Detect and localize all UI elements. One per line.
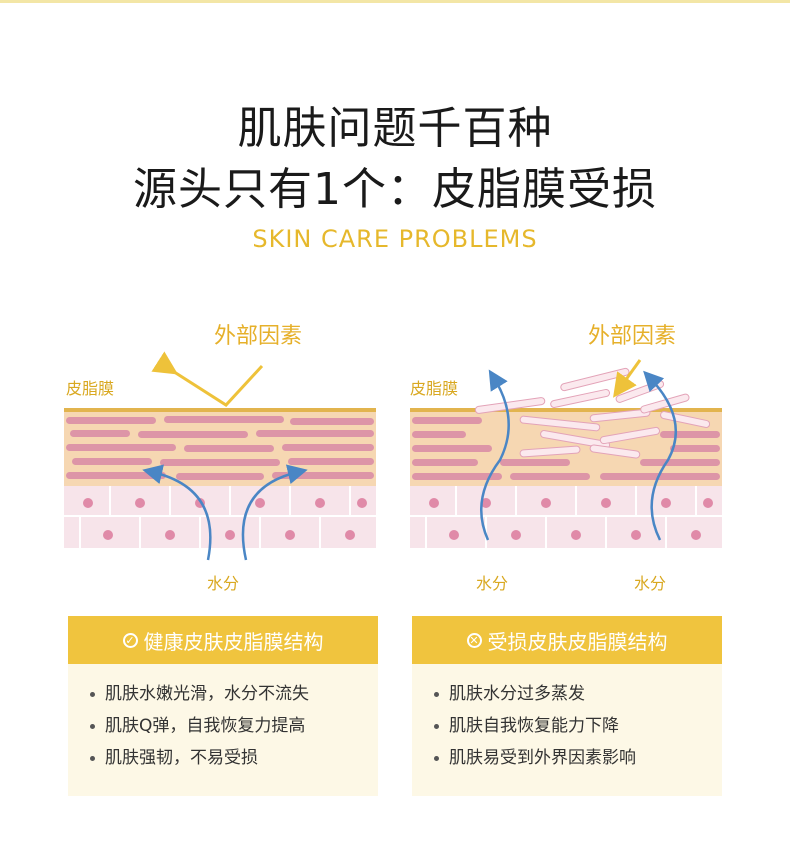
damaged-broken-flakes bbox=[474, 367, 711, 459]
list-item: 肌肤水分过多蒸发 bbox=[434, 678, 722, 710]
page-title-line-2: 源头只有1个：皮脂膜受损 bbox=[133, 164, 657, 215]
healthy-card-header: ✓ 健康皮肤皮脂膜结构 bbox=[68, 616, 378, 664]
list-item-text: 肌肤水分过多蒸发 bbox=[449, 684, 585, 704]
water-evaporate-arrow-right bbox=[643, 370, 677, 541]
list-item-text: 肌肤自我恢复能力下降 bbox=[449, 716, 619, 736]
healthy-water-label: 水分 bbox=[207, 574, 240, 593]
top-accent-line bbox=[0, 0, 790, 3]
page-subtitle: SKIN CARE PROBLEMS bbox=[252, 225, 538, 253]
damaged-membrane-label: 皮脂膜 bbox=[410, 379, 459, 398]
damaged-card-title: 受损皮肤皮脂膜结构 bbox=[487, 629, 668, 654]
list-item: 肌肤自我恢复能力下降 bbox=[434, 710, 722, 742]
list-item-text: 肌肤强韧，不易受损 bbox=[105, 748, 258, 768]
water-retained-arrow-right bbox=[241, 464, 308, 561]
bullet-dot bbox=[434, 723, 439, 729]
external-factor-enter-arrow bbox=[613, 359, 642, 398]
external-factor-deflect-arrow bbox=[151, 351, 264, 407]
list-item-text: 肌肤Q弹，自我恢复力提高 bbox=[105, 716, 306, 736]
damaged-external-factor-label: 外部因素 bbox=[588, 324, 677, 349]
healthy-card-list: 肌肤水嫩光滑，水分不流失 肌肤Q弹，自我恢复力提高 肌肤强韧，不易受损 bbox=[68, 664, 378, 774]
water-retained-arrow-left bbox=[142, 464, 212, 561]
list-item: 肌肤强韧，不易受损 bbox=[90, 742, 378, 774]
bullet-dot bbox=[90, 755, 95, 761]
healthy-skin-card: ✓ 健康皮肤皮脂膜结构 肌肤水嫩光滑，水分不流失 肌肤Q弹，自我恢复力提高 肌肤… bbox=[68, 616, 378, 796]
damaged-water-label-2: 水分 bbox=[634, 574, 667, 593]
list-item-text: 肌肤水嫩光滑，水分不流失 bbox=[105, 684, 309, 704]
list-item: 肌肤易受到外界因素影响 bbox=[434, 742, 722, 774]
bullet-dot bbox=[90, 691, 95, 697]
list-item-text: 肌肤易受到外界因素影响 bbox=[449, 748, 636, 768]
bullet-dot bbox=[434, 691, 439, 697]
list-item: 肌肤水嫩光滑，水分不流失 bbox=[90, 678, 378, 710]
bullet-dot bbox=[434, 755, 439, 761]
damaged-skin-card: ✕ 受损皮肤皮脂膜结构 肌肤水分过多蒸发 肌肤自我恢复能力下降 肌肤易受到外界因… bbox=[412, 616, 722, 796]
bullet-dot bbox=[90, 723, 95, 729]
damaged-skin-diagram bbox=[410, 359, 722, 548]
healthy-membrane-label: 皮脂膜 bbox=[66, 379, 115, 398]
damaged-card-header: ✕ 受损皮肤皮脂膜结构 bbox=[412, 616, 722, 664]
page-title-line-1: 肌肤问题千百种 bbox=[237, 103, 553, 154]
damaged-cell-nuclei bbox=[429, 498, 713, 540]
damaged-sebum-membrane bbox=[410, 408, 722, 412]
healthy-card-title: 健康皮肤皮脂膜结构 bbox=[143, 629, 324, 654]
damaged-card-list: 肌肤水分过多蒸发 肌肤自我恢复能力下降 肌肤易受到外界因素影响 bbox=[412, 664, 722, 774]
healthy-sebum-membrane bbox=[64, 408, 376, 412]
damaged-water-label-1: 水分 bbox=[476, 574, 509, 593]
check-circle-icon: ✓ bbox=[122, 632, 138, 648]
skin-diagrams bbox=[64, 351, 722, 561]
healthy-skin-cells-upper bbox=[66, 416, 374, 480]
list-item: 肌肤Q弹，自我恢复力提高 bbox=[90, 710, 378, 742]
water-evaporate-arrow-left bbox=[480, 369, 510, 541]
healthy-cell-nuclei bbox=[83, 498, 367, 540]
cross-circle-icon: ✕ bbox=[466, 632, 482, 648]
damaged-skin-cells bbox=[412, 417, 720, 480]
healthy-external-factor-label: 外部因素 bbox=[214, 324, 303, 349]
healthy-skin-diagram bbox=[64, 351, 376, 561]
